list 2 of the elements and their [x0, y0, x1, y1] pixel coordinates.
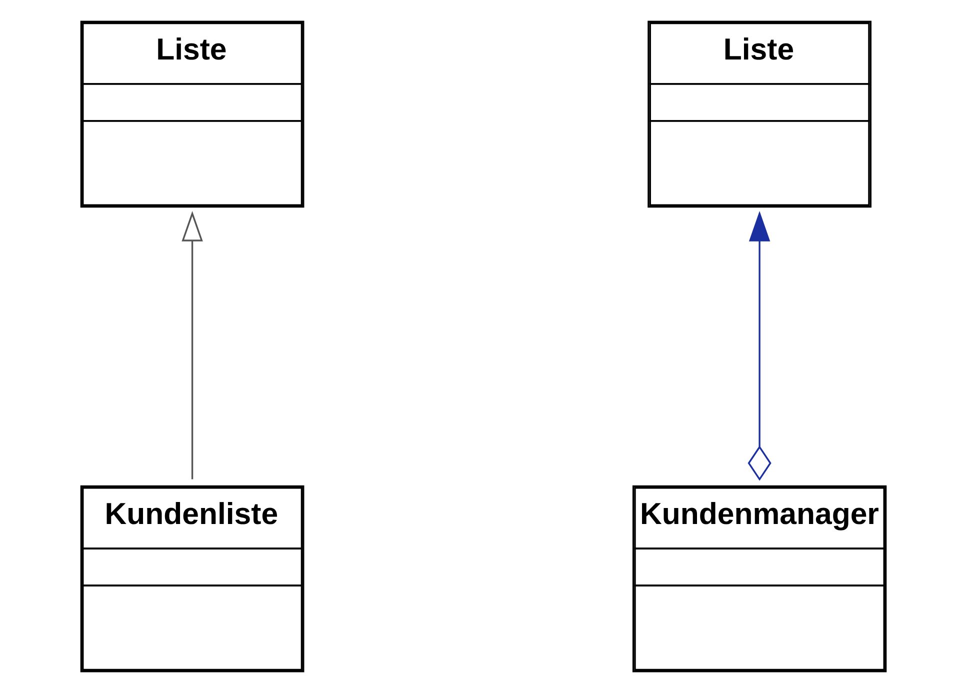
arrow [182, 211, 203, 480]
arrow [748, 211, 772, 481]
